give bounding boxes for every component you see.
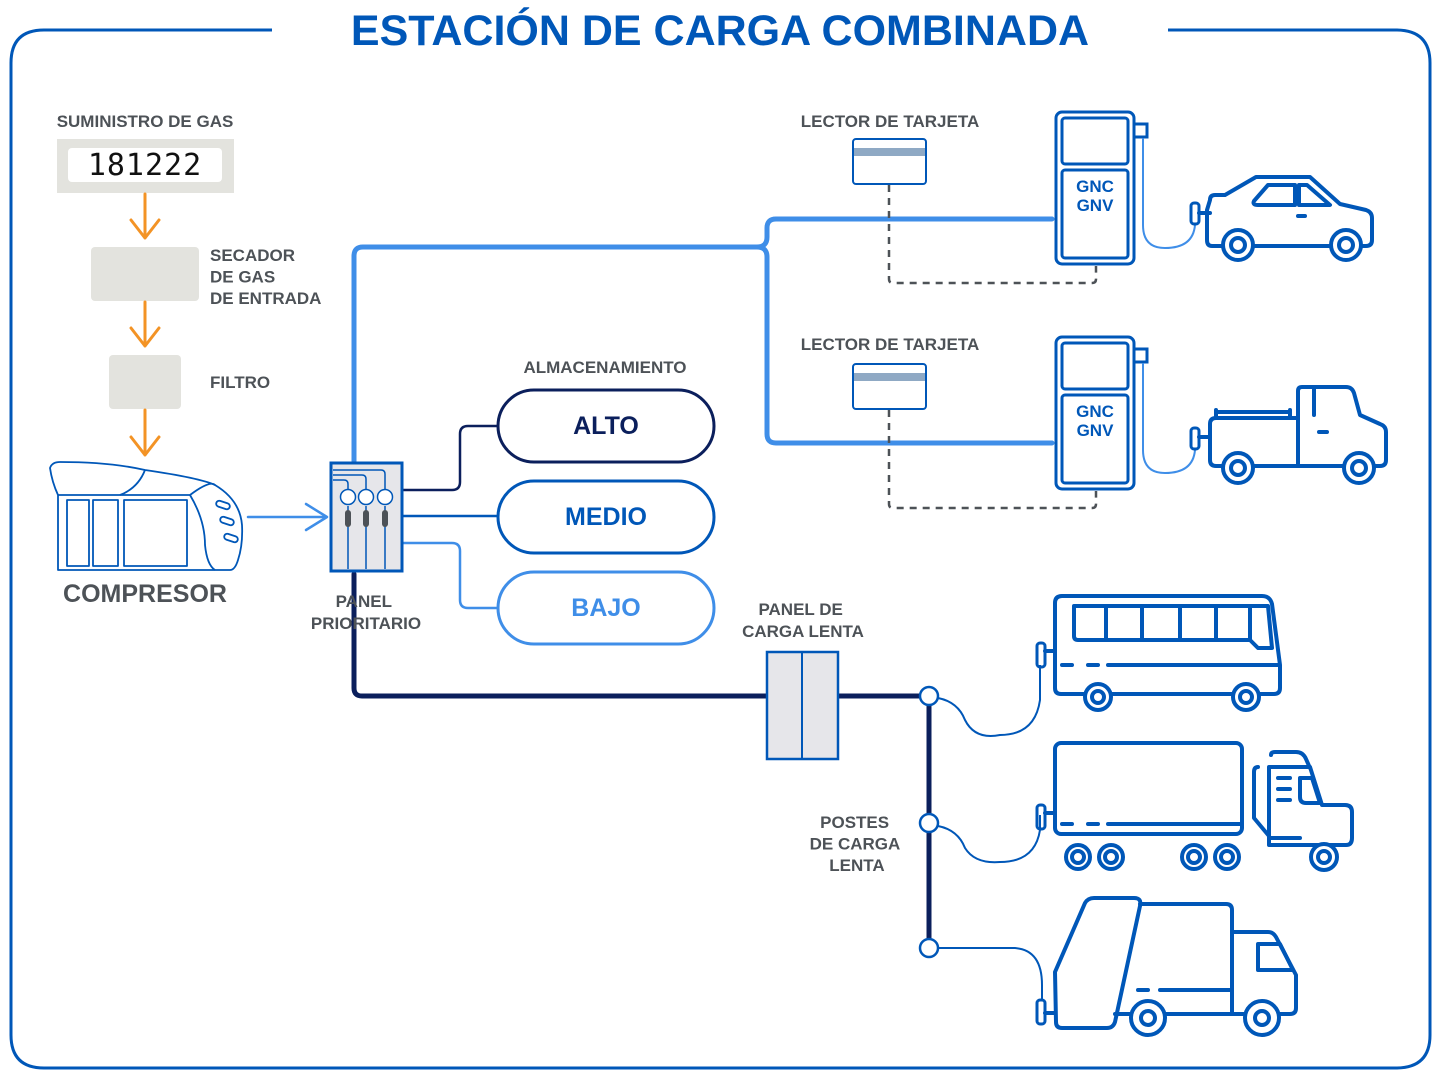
slow-fill-panel-label: PANEL DE CARGA LENTA	[742, 600, 864, 641]
garbage-truck-icon	[1035, 896, 1298, 1037]
priority-panel-label: PANEL PRIORITARIO	[311, 592, 421, 633]
fast-fill-pipe	[351, 216, 1055, 465]
slow-fill-post	[918, 665, 1041, 737]
orange-arrow-icon	[129, 408, 161, 457]
svg-text:GNC: GNC	[1076, 402, 1114, 421]
gas-dryer-box	[91, 247, 199, 301]
compressor-label: COMPRESOR	[63, 580, 227, 608]
orange-arrow-icon	[129, 192, 161, 240]
slow-fill-post	[918, 812, 1041, 864]
bus-icon	[1035, 594, 1282, 712]
gas-dispenser-icon: GNC GNV	[1054, 110, 1149, 266]
card-reader-label: LECTOR DE TARJETA	[801, 112, 980, 131]
dispenser-hose	[1142, 363, 1196, 475]
storage-tank-low: BAJO	[496, 570, 716, 646]
dispenser-hose	[1142, 138, 1196, 250]
priority-panel-icon	[329, 461, 404, 573]
slow-fill-posts-label: POSTES DE CARGA LENTA	[810, 813, 905, 875]
gas-dryer-label: SECADOR DE GAS DE ENTRADA	[210, 246, 321, 308]
storage-tank-medium: MEDIO	[496, 479, 716, 555]
page-title: ESTACIÓN DE CARGA COMBINADA	[351, 6, 1089, 55]
filter-label: FILTRO	[210, 373, 270, 392]
card-reader-dashed-link	[887, 410, 1098, 510]
svg-text:GNV: GNV	[1077, 421, 1115, 440]
filter-box	[109, 355, 181, 409]
card-reader-label: LECTOR DE TARJETA	[801, 335, 980, 354]
semi-truck-icon	[1035, 741, 1354, 872]
svg-text:GNV: GNV	[1077, 196, 1115, 215]
svg-text:GNC: GNC	[1076, 177, 1114, 196]
card-reader-icon	[852, 138, 927, 185]
svg-text:MEDIO: MEDIO	[565, 503, 647, 531]
compressor-icon	[49, 461, 244, 571]
svg-text:BAJO: BAJO	[571, 594, 640, 622]
storage-label: ALMACENAMIENTO	[523, 358, 686, 377]
card-reader-dashed-link	[887, 185, 1098, 285]
car-icon	[1189, 175, 1374, 262]
outer-frame	[9, 28, 1432, 1070]
slow-fill-post	[918, 937, 1043, 1000]
meter-reading: 181222	[88, 148, 202, 183]
high-storage-line	[403, 424, 498, 492]
card-reader-icon	[852, 363, 927, 410]
gas-meter: 181222	[57, 139, 234, 193]
gas-supply-label: SUMINISTRO DE GAS	[57, 112, 234, 131]
slow-fill-panel-icon	[765, 650, 840, 761]
gas-dispenser-icon: GNC GNV	[1054, 335, 1149, 491]
storage-tank-high: ALTO	[496, 388, 716, 464]
orange-arrow-icon	[129, 300, 161, 348]
svg-text:ALTO: ALTO	[573, 412, 639, 440]
low-storage-line	[403, 541, 498, 610]
flow-arrow-icon	[246, 502, 329, 532]
pickup-truck-icon	[1189, 385, 1388, 485]
